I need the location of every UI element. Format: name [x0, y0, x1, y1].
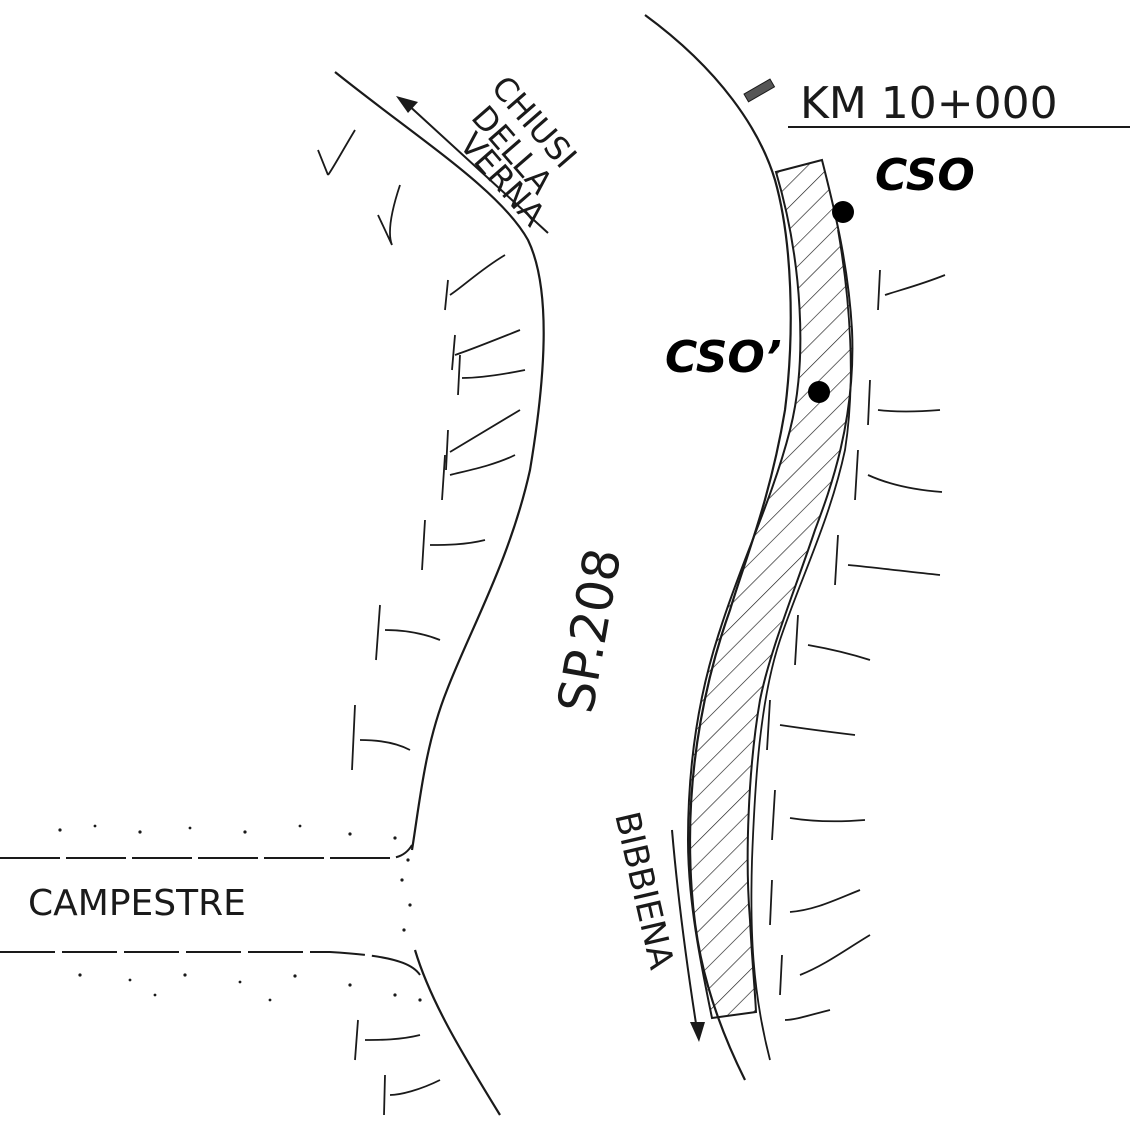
side-road-label: CAMPESTRE	[28, 883, 246, 924]
south-arrow-line	[671, 829, 698, 1031]
cso-prime-label: CSO’	[665, 332, 782, 383]
km-marker-tick	[743, 78, 776, 103]
side-road-texture	[58, 824, 422, 1002]
side-road-bottom-edge	[0, 951, 421, 976]
south-arrow-head	[690, 1022, 705, 1042]
cso-prime-point	[808, 381, 830, 403]
km-label: KM 10+000	[800, 78, 1058, 129]
cso-point	[832, 201, 854, 223]
south-label: BIBBIENA	[606, 808, 681, 973]
north-arrow-head	[396, 96, 418, 113]
road-left-edge-upper	[334, 71, 545, 851]
cso-label: CSO	[875, 150, 975, 201]
left-slope-ticks	[317, 129, 526, 1116]
side-road-top-edge	[0, 844, 413, 859]
road-left-edge-lower	[413, 949, 501, 1116]
strip-outer-line	[750, 229, 852, 1061]
north-arrow-line	[404, 101, 549, 234]
road-label: SP.208	[547, 544, 633, 717]
right-slope-ticks	[766, 269, 946, 1021]
hatched-strip	[686, 158, 854, 1020]
